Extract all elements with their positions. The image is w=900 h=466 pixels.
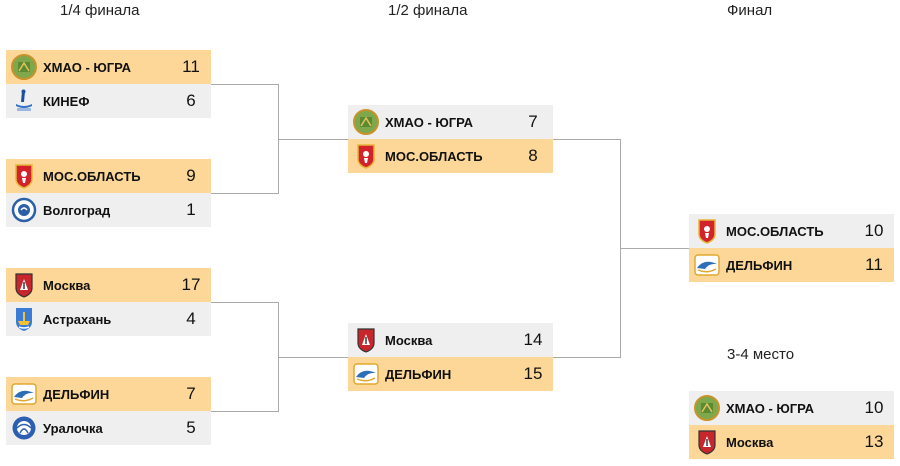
team-name: Москва [385, 332, 433, 348]
team-name: ДЕЛЬФИН [43, 386, 110, 402]
team-score: 7 [528, 112, 538, 131]
team-name: МОС.ОБЛАСТЬ [385, 148, 483, 164]
team-score: 6 [186, 91, 196, 110]
team-name: ХМАО - ЮГРА [43, 59, 132, 75]
connector-qf3-qf4-to-sf2 [211, 302, 348, 412]
team-row[interactable]: Волгоград 1 [6, 193, 211, 227]
astrakhan-logo-icon [11, 306, 37, 332]
team-name: Уралочка [43, 420, 103, 436]
team-name: ДЕЛЬФИН [726, 257, 793, 273]
team-row[interactable]: КИНЕФ 6 [6, 84, 211, 118]
round-title-semifinal: 1/2 финала [388, 2, 468, 19]
team-score: 11 [865, 255, 883, 274]
team-row[interactable]: ХМАО - ЮГРА 7 [348, 105, 553, 139]
team-score: 9 [186, 166, 196, 185]
round-title-quarterfinal: 1/4 финала [60, 2, 140, 19]
team-row[interactable]: Москва 14 [348, 323, 553, 357]
mos-oblast-logo-icon [694, 218, 720, 244]
team-score: 13 [864, 432, 884, 451]
mos-oblast-logo-icon [353, 143, 379, 169]
team-name: Москва [43, 277, 91, 293]
team-name: Астрахань [43, 311, 112, 327]
connector-sf-to-final [553, 139, 689, 358]
moskva-logo-icon [694, 429, 720, 455]
team-score: 7 [186, 384, 196, 403]
team-row[interactable]: Астрахань 4 [6, 302, 211, 336]
team-row[interactable]: ДЕЛЬФИН 11 [689, 248, 894, 282]
team-score: 5 [186, 418, 196, 437]
moskva-logo-icon [11, 272, 37, 298]
mos-oblast-logo-icon [11, 163, 37, 189]
delfin-logo-icon [353, 361, 379, 387]
team-name: МОС.ОБЛАСТЬ [726, 223, 824, 239]
hmao-ugra-logo-icon [694, 395, 720, 421]
team-row[interactable]: МОС.ОБЛАСТЬ 8 [348, 139, 553, 173]
team-name: МОС.ОБЛАСТЬ [43, 168, 141, 184]
team-score: 15 [523, 364, 543, 383]
team-score: 10 [864, 221, 884, 240]
team-score: 4 [186, 309, 196, 328]
team-name: КИНЕФ [43, 93, 90, 109]
delfin-logo-icon [694, 252, 720, 278]
team-name: Москва [726, 434, 774, 450]
uralochka-logo-icon [11, 415, 37, 441]
team-score: 14 [523, 330, 543, 349]
team-row[interactable]: ДЕЛЬФИН 15 [348, 357, 553, 391]
team-name: Волгоград [43, 202, 111, 218]
team-row[interactable]: Уралочка 5 [6, 411, 211, 445]
connector-qf1-qf2-to-sf1 [211, 84, 348, 194]
team-score: 1 [186, 200, 196, 219]
team-name: ХМАО - ЮГРА [726, 400, 815, 416]
team-row[interactable]: МОС.ОБЛАСТЬ 9 [6, 159, 211, 193]
volgograd-logo-icon [11, 197, 37, 223]
hmao-ugra-logo-icon [353, 109, 379, 135]
round-title-third-place: 3-4 место [727, 346, 795, 363]
team-score: 10 [864, 398, 884, 417]
team-score: 17 [181, 275, 201, 294]
team-name: ХМАО - ЮГРА [385, 114, 474, 130]
team-row[interactable]: ХМАО - ЮГРА 11 [6, 50, 211, 84]
hmao-ugra-logo-icon [11, 54, 37, 80]
round-title-final: Финал [727, 2, 773, 19]
team-row[interactable]: МОС.ОБЛАСТЬ 10 [689, 214, 894, 248]
delfin-logo-icon [11, 381, 37, 407]
team-name: ДЕЛЬФИН [385, 366, 452, 382]
team-row[interactable]: ХМАО - ЮГРА 10 [689, 391, 894, 425]
team-score: 8 [528, 146, 538, 165]
team-row[interactable]: ДЕЛЬФИН 7 [6, 377, 211, 411]
kinef-logo-icon [11, 88, 37, 114]
moskva-logo-icon [353, 327, 379, 353]
team-row[interactable]: Москва 17 [6, 268, 211, 302]
team-score: 11 [182, 57, 200, 76]
team-row[interactable]: Москва 13 [689, 425, 894, 459]
